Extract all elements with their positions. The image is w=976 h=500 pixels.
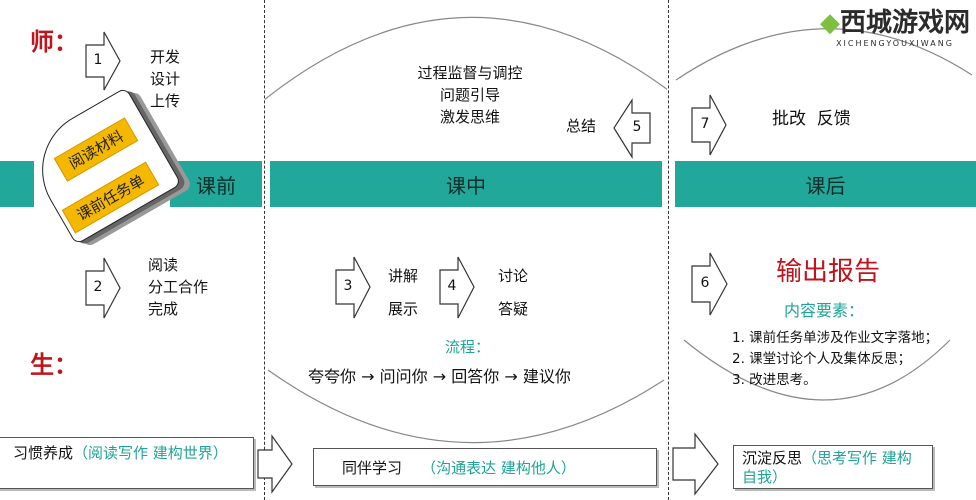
outcome-box-during: 同伴学习 （沟通表达 建构他人） [313, 448, 657, 486]
arrow-4-icon [439, 256, 475, 319]
step-7-number: 7 [700, 116, 710, 132]
outcome-box-after: 沉淀反思（思考写作 建构自我） [733, 445, 933, 489]
step-4-number: 4 [447, 278, 457, 294]
report-item: 2. 课堂讨论个人及集体反思； [732, 351, 912, 367]
watermark-name: 西城游戏网 [839, 8, 970, 38]
outcome-detail: （思考写作 建构自我） [742, 449, 912, 486]
outcome-box-before: 习惯养成（阅读写作 建构世界） [0, 437, 254, 489]
step-1-line: 设计 [150, 70, 181, 88]
step-1-text: 开发 设计 上传 [150, 46, 180, 112]
flow-title: 流程： [445, 338, 491, 356]
after-arc-top [675, 28, 973, 81]
arrow-big-2-icon [672, 432, 719, 496]
outcome-main: 沉淀反思 [742, 449, 803, 467]
step-1-line: 上传 [150, 92, 181, 110]
flow-item: 回答你 [451, 367, 500, 386]
flow-arrow-icon: → [432, 367, 447, 386]
step-4-line: 讨论 [498, 267, 529, 285]
outcome-main: 同伴学习 [342, 458, 403, 477]
step-2-number: 2 [93, 279, 103, 295]
step-3-text: 讲解 展示 [388, 260, 418, 326]
flow-item: 建议你 [522, 367, 571, 386]
during-arc-top [265, 16, 667, 100]
step-3-line: 展示 [388, 300, 419, 318]
flow-arrow-icon: → [504, 367, 518, 386]
outcome-main: 习惯养成 [13, 444, 74, 462]
report-items: 1. 课前任务单涉及作业文字落地； 2. 课堂讨论个人及集体反思； 3. 改进思… [732, 328, 938, 391]
arrow-big-1-icon [257, 434, 293, 494]
teacher-label: 师： [30, 28, 78, 56]
after-arc-bottom [683, 339, 951, 401]
arrow-3-icon [335, 256, 371, 319]
step-3-number: 3 [343, 278, 353, 294]
arrow-1-icon [85, 31, 121, 91]
divider-left [264, 0, 265, 500]
report-item: 3. 改进思考。 [732, 372, 817, 388]
step-2-line: 分工合作 [148, 278, 209, 296]
flow-item: 问问你 [379, 367, 428, 386]
step-7-label: 批改 反馈 [772, 109, 851, 129]
flow-arrow-icon: → [361, 367, 375, 386]
report-title: 输出报告 [776, 257, 881, 287]
step-4-line: 答疑 [498, 300, 529, 318]
divider-right [668, 0, 669, 500]
step-1-line: 开发 [150, 48, 181, 66]
flow-sequence: 夸夸你 → 问问你 → 回答你 → 建议你 [308, 366, 571, 388]
phase-before: 课前 [170, 161, 262, 207]
watermark-leaf-icon: ◆ [819, 8, 840, 38]
watermark-logo: ◆西城游戏网 XICHENGYOUXIWANG [820, 2, 970, 48]
student-label: 生： [30, 351, 78, 379]
step-1-number: 1 [93, 52, 103, 68]
step-4-text: 讨论 答疑 [498, 260, 528, 326]
arrow-7-icon [691, 94, 727, 156]
arrow-2-icon [85, 257, 121, 319]
during-teacher-line: 过程监督与调控 [417, 64, 523, 82]
step-2-line: 完成 [148, 300, 179, 318]
step-6-number: 6 [700, 275, 710, 291]
step-3-line: 讲解 [388, 267, 419, 285]
phase-after: 课后 [675, 161, 976, 207]
step-5-label: 总结 [566, 117, 597, 135]
phase-band-left-edge [0, 161, 34, 207]
during-teacher-line: 激发思维 [439, 108, 500, 126]
arrow-6-icon [691, 252, 728, 316]
step-2-line: 阅读 [148, 256, 179, 274]
report-subtitle: 内容要素： [784, 301, 865, 320]
arrow-5-icon [613, 97, 651, 160]
outcome-detail: （阅读写作 建构世界） [73, 444, 228, 462]
during-teacher-text: 过程监督与调控 问题引导 激发思维 [400, 62, 540, 128]
step-5-number: 5 [632, 119, 642, 135]
during-teacher-line: 问题引导 [439, 86, 500, 104]
watermark-pinyin: XICHENGYOUXIWANG [836, 39, 954, 48]
phase-during: 课中 [270, 161, 662, 207]
step-2-text: 阅读 分工合作 完成 [148, 254, 208, 320]
during-arc-bottom [267, 369, 665, 444]
outcome-detail: （沟通表达 建构他人） [421, 458, 576, 477]
report-item: 1. 课前任务单涉及作业文字落地； [732, 330, 939, 346]
flow-item: 夸夸你 [308, 367, 357, 386]
